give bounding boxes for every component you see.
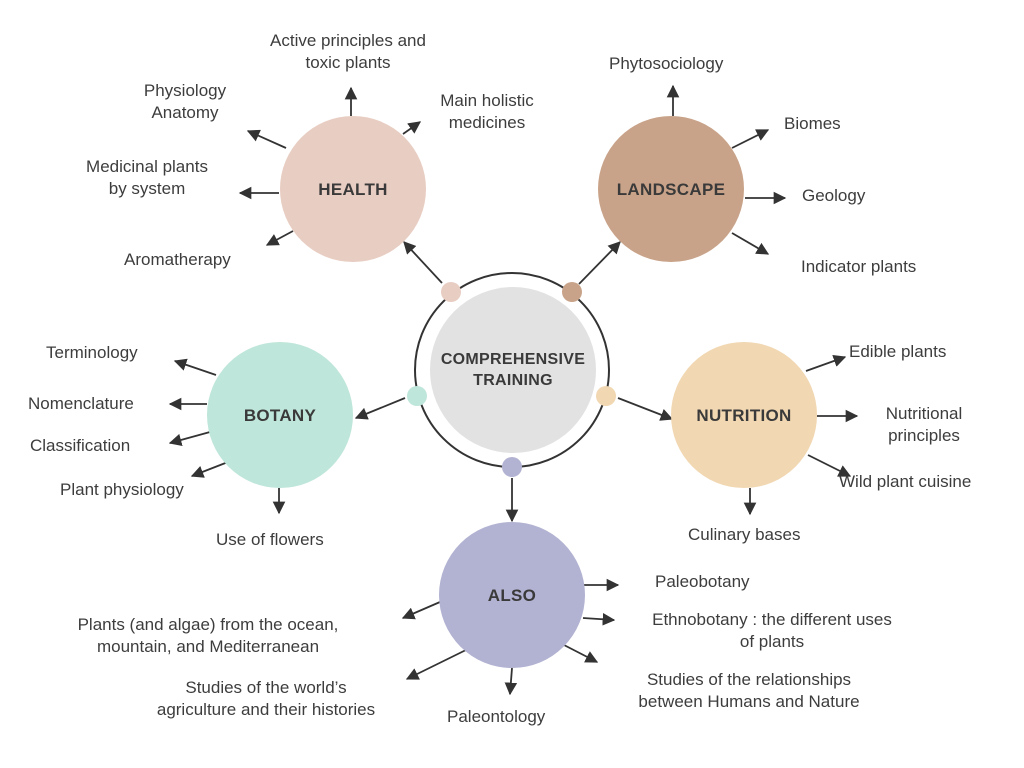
also-item-paleontology: Paleontology: [447, 707, 546, 726]
connector-dot-landscape: [562, 282, 582, 302]
botany-item-use-of-flowers: Use of flowers: [216, 530, 324, 549]
botany-item-terminology: Terminology: [46, 343, 138, 362]
health-item-aromatherapy: Aromatherapy: [124, 250, 231, 269]
arrow-center-landscape: [578, 241, 621, 285]
arrow-health-physiology: [246, 129, 287, 149]
hub-health-label: HEALTH: [318, 179, 388, 199]
botany-item-nomenclature: Nomenclature: [28, 394, 134, 413]
arrow-botany-physiology: [190, 461, 229, 478]
health-item-physiology-anatomy: Physiology Anatomy: [143, 81, 227, 122]
arrow-botany-classification: [168, 431, 211, 447]
arrow-botany-terminology: [173, 358, 217, 376]
landscape-item-geology: Geology: [802, 186, 866, 205]
hub-also: ALSO: [439, 522, 585, 668]
hub-landscape: LANDSCAPE: [598, 116, 744, 262]
landscape-item-phytosociology: Phytosociology: [609, 54, 724, 73]
also-item-world-agriculture: Studies of the world’s agriculture and t…: [156, 678, 376, 719]
nutrition-item-nutritional-principles: Nutritional principles: [885, 404, 963, 445]
hub-nutrition: NUTRITION: [671, 342, 817, 488]
arrow-also-paleontology: [504, 667, 518, 696]
also-item-human-nature-relationships: Studies of the relationships between Hum…: [638, 670, 860, 711]
connector-dot-nutrition: [596, 386, 616, 406]
arrow-nutrition-edible: [805, 354, 847, 372]
hub-botany: BOTANY: [207, 342, 353, 488]
nutrition-item-wild-plant-cuisine: Wild plant cuisine: [839, 472, 972, 491]
connector-dot-botany: [407, 386, 427, 406]
arrow-also-ocean: [401, 601, 441, 620]
health-item-holistic-medicines: Main holistic medicines: [440, 91, 534, 132]
nutrition-item-culinary-bases: Culinary bases: [688, 525, 801, 544]
landscape-item-indicator-plants: Indicator plants: [801, 257, 917, 276]
also-item-ethnobotany: Ethnobotany : the different uses of plan…: [652, 610, 892, 651]
arrow-nutrition-wild: [807, 454, 852, 477]
nutrition-item-edible-plants: Edible plants: [849, 342, 947, 361]
arrow-health-holistic: [402, 121, 422, 135]
arrow-landscape-biomes: [731, 129, 770, 149]
connector-dot-also: [502, 457, 522, 477]
arrow-also-agriculture: [405, 647, 471, 680]
landscape-item-biomes: Biomes: [784, 114, 841, 133]
connector-dot-health: [441, 282, 461, 302]
hub-nutrition-label: NUTRITION: [696, 405, 792, 425]
also-item-paleobotany: Paleobotany: [655, 572, 750, 591]
arrow-also-ethnobotany: [582, 612, 616, 626]
center-node-comprehensive-training: COMPREHENSIVE TRAINING: [430, 287, 596, 453]
health-item-active-principles: Active principles and toxic plants: [270, 31, 426, 72]
botany-item-classification: Classification: [30, 436, 131, 455]
hub-botany-label: BOTANY: [243, 405, 317, 425]
hub-landscape-label: LANDSCAPE: [616, 179, 726, 199]
arrow-health-aromatherapy: [265, 230, 294, 246]
hub-health: HEALTH: [280, 116, 426, 262]
hub-also-label: ALSO: [487, 585, 537, 605]
botany-item-plant-physiology: Plant physiology: [60, 480, 184, 499]
arrow-center-nutrition: [617, 397, 674, 421]
arrow-center-botany: [354, 397, 406, 420]
arrow-also-relationships: [563, 644, 599, 663]
also-item-ocean-mountain-plants: Plants (and algae) from the ocean, mount…: [77, 615, 339, 656]
arrow-center-health: [403, 241, 443, 284]
arrow-landscape-indicator: [731, 232, 770, 255]
center-node-label: COMPREHENSIVE TRAINING: [440, 351, 586, 389]
health-item-medicinal-plants: Medicinal plants by system: [86, 157, 208, 198]
